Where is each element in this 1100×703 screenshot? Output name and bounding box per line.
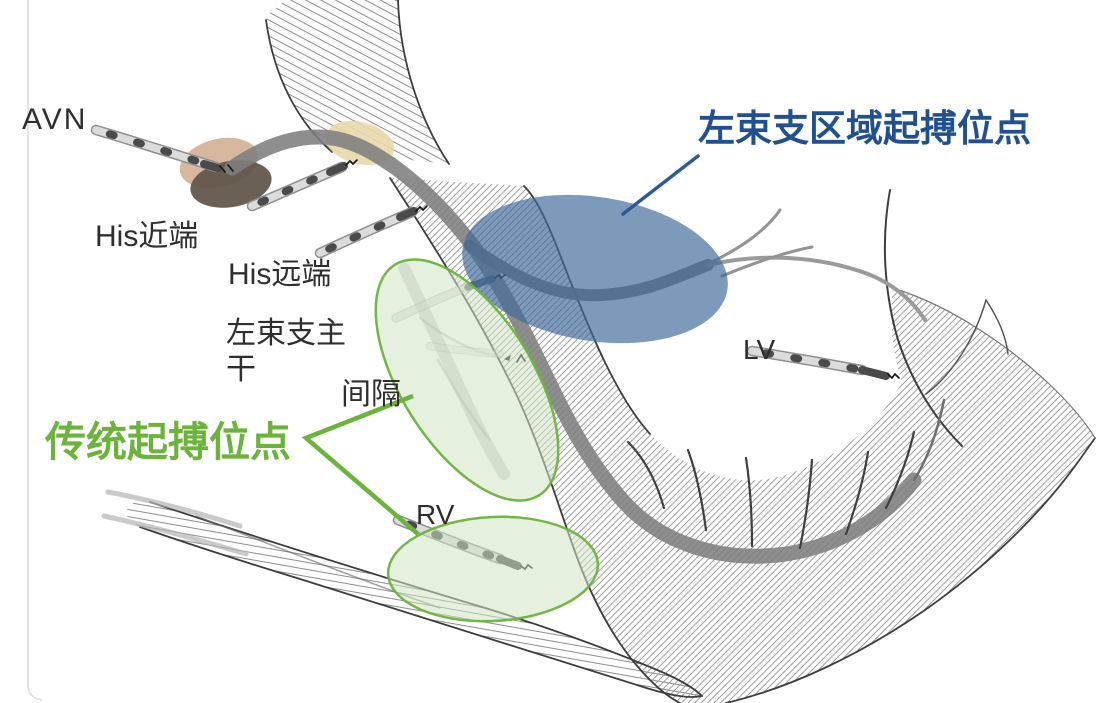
his-distal-label: His远端	[228, 258, 332, 291]
his-proximal-lead	[246, 159, 358, 212]
lbb-trunk-label: 左束支主 干	[226, 316, 346, 388]
lv-lead	[746, 345, 900, 380]
traditional-pacing-title: 传统起搏位点	[45, 419, 291, 465]
lv-label: LV	[743, 334, 776, 365]
septal-pacing-zone	[374, 258, 560, 502]
avn-lead	[90, 124, 234, 173]
left-fiber-wisps	[101, 489, 249, 557]
septum-label: 间隔	[341, 378, 401, 411]
blue-pointer-line	[621, 154, 700, 216]
rv-apex-pacing-zone	[386, 515, 600, 623]
avn-label: AVN	[22, 103, 88, 136]
avn-node	[179, 137, 272, 208]
lbb-trunk-label-line1: 左束支主	[226, 317, 346, 350]
rv-label: RV	[416, 499, 455, 530]
purkinje-branches	[626, 208, 916, 550]
green-pointer-lines	[301, 393, 420, 536]
his-proximal-label: His近端	[95, 220, 199, 253]
slide-edge-line	[27, 0, 43, 701]
lbb-area-pacing-title: 左束支区域起搏位点	[698, 108, 1031, 149]
his-distal-lead	[314, 205, 428, 259]
lbb-trunk-label-line2: 干	[226, 353, 256, 386]
lbb-area-pacing-zone	[462, 194, 728, 344]
